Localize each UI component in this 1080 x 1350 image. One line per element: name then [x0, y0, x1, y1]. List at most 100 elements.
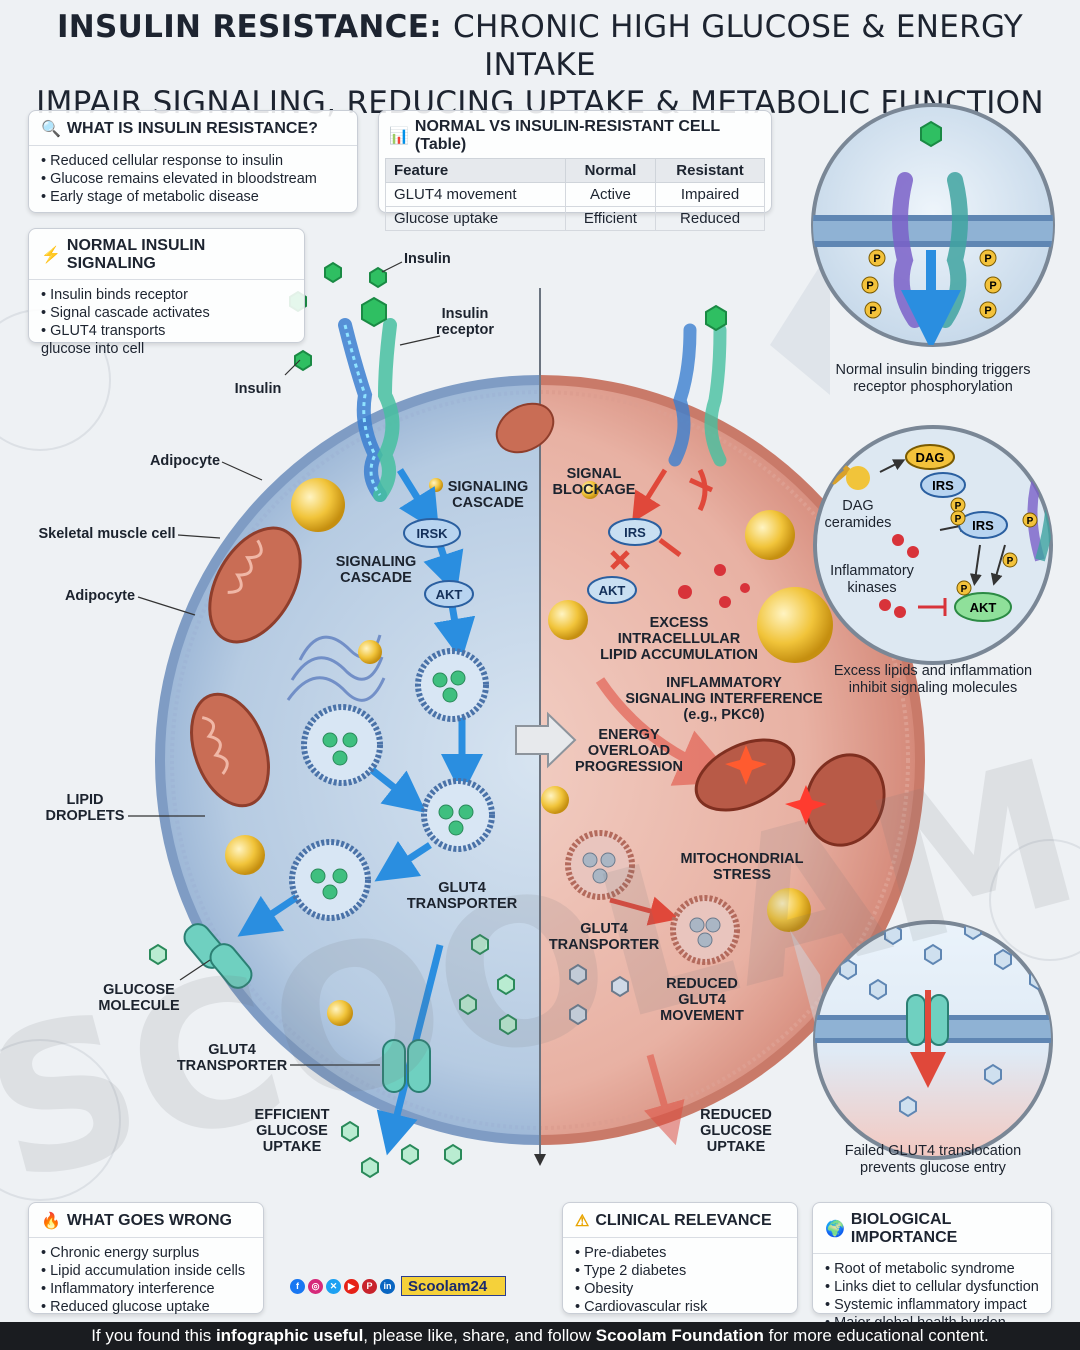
- normal-signaling-list: Insulin binds receptor Signal cascade ac…: [29, 280, 304, 364]
- linkedin-icon[interactable]: in: [380, 1278, 395, 1294]
- label-glut4-transporter-1: GLUT4 TRANSPORTER: [406, 880, 518, 912]
- leader-lines: [128, 261, 441, 1066]
- svg-text:P: P: [984, 305, 991, 317]
- svg-text:P: P: [873, 253, 880, 265]
- list-item: Inflammatory interference: [41, 1280, 253, 1298]
- biological-heading: BIOLOGICAL IMPORTANCE: [850, 1211, 958, 1246]
- label-signaling-cascade-1: SIGNALING CASCADE: [447, 479, 529, 511]
- normal-signaling-heading: NORMAL INSULIN SIGNALING: [66, 237, 206, 272]
- table-row: GLUT4 movement Active Impaired: [385, 182, 765, 207]
- label-glucose-molecule: GLUCOSE MOLECULE: [98, 982, 180, 1014]
- svg-text:P: P: [866, 280, 873, 292]
- label-signal-blockage: SIGNAL BLOCKAGE: [552, 466, 636, 498]
- list-item: GLUT4 transports: [41, 322, 294, 340]
- what-is-heading: WHAT IS INSULIN RESISTANCE?: [66, 120, 318, 137]
- lipid-droplets-right: [541, 481, 833, 932]
- table-header: Resistant: [655, 158, 765, 183]
- clinical-relevance-card: ⚠ CLINICAL RELEVANCE Pre-diabetes Type 2 …: [562, 1202, 798, 1315]
- list-item: Pre-diabetes: [575, 1244, 787, 1262]
- footer: If you found this infographic useful, pl…: [0, 1322, 1080, 1350]
- svg-text:P: P: [984, 253, 991, 265]
- svg-text:IRS: IRS: [624, 525, 646, 540]
- x-icon[interactable]: ✕: [326, 1278, 341, 1294]
- instagram-icon[interactable]: ◎: [308, 1278, 323, 1294]
- svg-text:AKT: AKT: [436, 587, 463, 602]
- label-insulin-left: Insulin: [234, 381, 282, 397]
- svg-text:IRS: IRS: [932, 478, 954, 493]
- list-item: Type 2 diabetes: [575, 1262, 787, 1280]
- label-efficient-uptake: EFFICIENT GLUCOSE UPTAKE: [254, 1107, 330, 1155]
- label-skeletal-muscle: Skeletal muscle cell: [38, 526, 176, 542]
- what-goes-wrong-heading: WHAT GOES WRONG: [66, 1212, 232, 1229]
- magnifier-icon: 🔍: [41, 121, 61, 138]
- inset-mid-caption: Excess lipids and inflammation inhibit s…: [833, 663, 1033, 696]
- globe-icon: 🌍: [825, 1221, 845, 1238]
- label-excess-lipid: EXCESS INTRACELLULAR LIPID ACCUMULATION: [600, 615, 758, 663]
- mitochondria-left: [190, 402, 555, 808]
- fire-icon: 🔥: [41, 1213, 61, 1230]
- label-mitochondrial-stress: MITOCHONDRIAL STRESS: [680, 851, 804, 883]
- list-item: glucose into cell: [41, 341, 145, 357]
- list-item: Links diet to cellular dysfunction: [825, 1278, 1041, 1296]
- akt-node-left: AKT: [424, 580, 474, 608]
- social-links: f ◎ ✕ ▶ P in Scoolam24: [290, 1276, 507, 1296]
- glucose-in-vesicles-right: [582, 852, 721, 948]
- label-reduced-glut4-movement: REDUCED GLUT4 MOVEMENT: [660, 976, 744, 1024]
- footer-bold-2: Scoolam Foundation: [595, 1326, 764, 1345]
- comparison-table: Feature Normal Resistant GLUT4 movement …: [385, 158, 765, 231]
- comparison-table-card: 📊NORMAL VS INSULIN-RESISTANT CELL (Table…: [378, 110, 772, 231]
- list-item: Lipid accumulation inside cells: [41, 1262, 253, 1280]
- glut4-vesicles-left: [289, 648, 495, 921]
- label-glut4-transporter-2: GLUT4 TRANSPORTER: [176, 1042, 288, 1074]
- glut4-vesicles-right: [565, 830, 740, 965]
- label-insulin-top: Insulin: [404, 251, 451, 267]
- list-item: Signal cascade activates: [41, 304, 294, 322]
- svg-text:P: P: [955, 501, 962, 512]
- label-reduced-uptake: REDUCED GLUCOSE UPTAKE: [700, 1107, 772, 1155]
- what-is-list: Reduced cellular response to insulin Glu…: [29, 146, 357, 212]
- glut4-transporter-left: [183, 923, 431, 1093]
- what-is-card: 🔍 WHAT IS INSULIN RESISTANCE? Reduced cel…: [28, 110, 358, 213]
- label-inflammatory-interference: INFLAMMATORY SIGNALING INTERFERENCE (e.g…: [625, 675, 823, 723]
- label-signaling-cascade-2: SIGNALING CASCADE: [335, 554, 417, 586]
- comparison-arrow: [515, 711, 577, 769]
- insulin-receptor-left: [338, 296, 400, 502]
- inset-bottom-caption: Failed GLUT4 translocation prevents gluc…: [844, 1143, 1022, 1176]
- glucose-molecules-right: [569, 963, 629, 1026]
- svg-text:DAG: DAG: [916, 450, 945, 465]
- label-adipocyte-2: Adipocyte: [64, 588, 136, 604]
- table-heading: NORMAL VS INSULIN-RESISTANT CELL (Table): [414, 118, 720, 153]
- list-item: Systemic inflammatory impact: [825, 1296, 1041, 1314]
- insulin-receptor-right: [668, 304, 727, 467]
- svg-text:P: P: [955, 514, 962, 525]
- normal-signaling-card: ⚡NORMAL INSULIN SIGNALING Insulin binds …: [28, 228, 305, 357]
- svg-text:P: P: [1027, 516, 1034, 527]
- svg-text:P: P: [989, 280, 996, 292]
- svg-text:AKT: AKT: [599, 583, 626, 598]
- label-glut4-transporter-right: GLUT4 TRANSPORTER: [548, 921, 660, 953]
- svg-text:P: P: [869, 305, 876, 317]
- irsk-node: IRSK: [403, 518, 461, 548]
- svg-text:P: P: [961, 584, 968, 595]
- inset-receptor-phosphorylation: [811, 103, 1055, 347]
- list-item: Root of metabolic syndrome: [825, 1260, 1041, 1278]
- svg-text:IRS: IRS: [972, 518, 994, 533]
- title-lead: INSULIN RESISTANCE:: [56, 9, 442, 45]
- facebook-icon[interactable]: f: [290, 1278, 305, 1294]
- clinical-list: Pre-diabetes Type 2 diabetes Obesity Car…: [563, 1238, 797, 1322]
- youtube-icon[interactable]: ▶: [344, 1278, 359, 1294]
- svg-text:IRSK: IRSK: [416, 526, 448, 541]
- list-item: Reduced glucose uptake: [41, 1298, 253, 1316]
- glucose-in-vesicles-left: [310, 670, 474, 900]
- pinterest-icon[interactable]: P: [362, 1278, 377, 1294]
- inset-signaling-inhibition: DAG IRS IRS AKT P P P P P: [813, 425, 1053, 665]
- biological-importance-card: 🌍 BIOLOGICAL IMPORTANCE Root of metabolic…: [812, 1202, 1052, 1331]
- inset-mid-label-kinases: Inflammatory kinases: [830, 563, 914, 596]
- clinical-heading: CLINICAL RELEVANCE: [595, 1212, 772, 1229]
- phospho-markers-top: P P P P P P: [861, 249, 1002, 319]
- warning-icon: ⚠: [575, 1213, 590, 1230]
- list-item: Obesity: [575, 1280, 787, 1298]
- mitochondria-right: [694, 738, 886, 847]
- social-handle[interactable]: Scoolam24: [401, 1276, 507, 1296]
